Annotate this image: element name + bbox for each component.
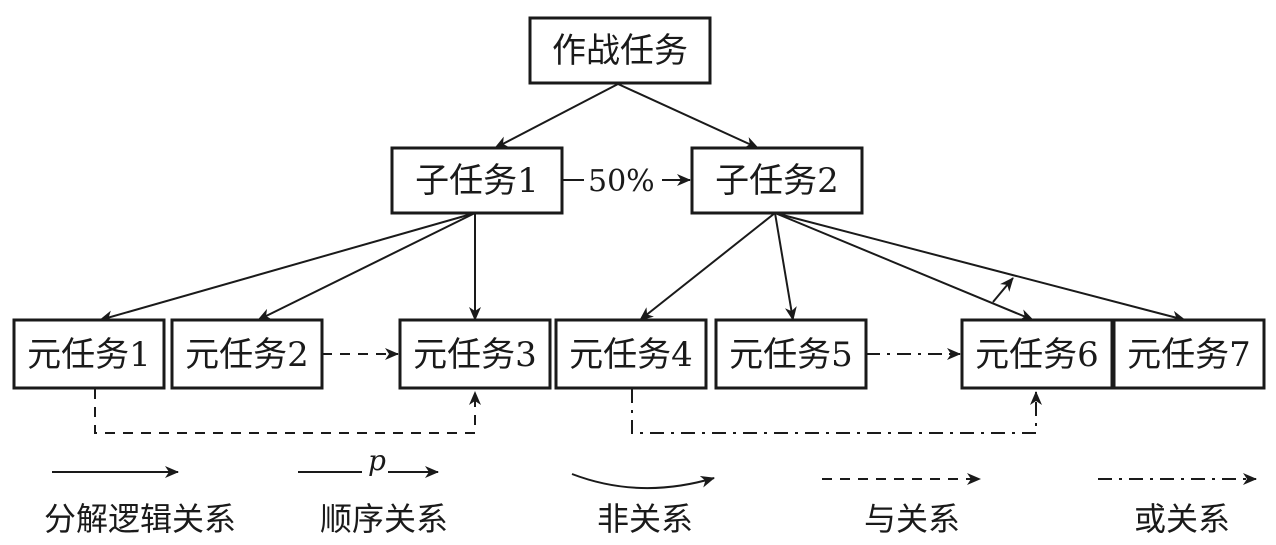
edge-sub1-m1 (99, 212, 476, 323)
node-label: 子任务2 (715, 161, 839, 201)
sequence-edge-sub1-sub2: 50% (563, 164, 691, 199)
edge-sub2-m5 (774, 212, 797, 321)
legend-not: 非关系 (571, 473, 715, 538)
node-m6: 元任务6 (960, 318, 1114, 390)
node-box (960, 318, 1114, 390)
edge-or-m4-m6 (631, 389, 1042, 434)
edge-root-sub2 (617, 83, 759, 149)
edge-sub2-m6 (774, 212, 1034, 321)
legend-label: 分解逻辑关系 (44, 500, 236, 538)
node-box (1112, 318, 1266, 390)
edge-sub2-m7 (774, 212, 1186, 323)
node-box (528, 16, 712, 85)
node-label: 元任务7 (1127, 335, 1251, 375)
node-box (390, 146, 564, 215)
node-label: 元任务2 (185, 335, 309, 375)
legend-label: 非关系 (597, 500, 693, 538)
legend-sequence-param: p (368, 444, 386, 477)
node-label: 元任务3 (413, 335, 537, 375)
legend: 分解逻辑关系 p 顺序关系 非关系 与关系 或关系 (44, 444, 1257, 538)
legend-and: 与关系 (822, 473, 981, 538)
node-root: 作战任务 (528, 16, 712, 85)
edge-and-m1-m3 (94, 389, 481, 434)
node-label: 元任务6 (975, 335, 1099, 375)
node-m4: 元任务4 (554, 318, 708, 390)
node-box (690, 146, 864, 215)
node-label: 子任务1 (415, 161, 539, 201)
node-m5: 元任务5 (714, 318, 868, 390)
legend-label: 与关系 (864, 500, 960, 538)
node-box (170, 318, 324, 390)
node-label: 元任务1 (27, 335, 151, 375)
node-m7: 元任务7 (1112, 318, 1266, 390)
node-label: 作战任务 (552, 31, 688, 71)
sequence-probability-label: 50% (588, 164, 655, 199)
node-box (12, 318, 166, 390)
legend-label: 或关系 (1134, 500, 1230, 538)
decomposition-edges (99, 83, 1186, 323)
node-m2: 元任务2 (170, 318, 324, 390)
edge-sub2-m4 (639, 212, 776, 321)
legend-decomposition: 分解逻辑关系 (44, 466, 236, 538)
legend-sequence: p 顺序关系 (298, 444, 448, 538)
node-m1: 元任务1 (12, 318, 166, 390)
node-box (554, 318, 708, 390)
legend-label: 顺序关系 (320, 500, 448, 538)
edge-sub1-m2 (257, 212, 476, 321)
node-box (398, 318, 552, 390)
or-edges (631, 348, 1042, 434)
node-m3: 元任务3 (398, 318, 552, 390)
node-sub1: 子任务1 (390, 146, 564, 215)
node-label: 元任务5 (729, 335, 853, 375)
legend-or: 或关系 (1098, 473, 1257, 538)
edge-root-sub1 (494, 83, 619, 149)
not-relation-mark (992, 277, 1014, 303)
and-edges (94, 348, 481, 434)
node-box (714, 318, 868, 390)
node-sub2: 子任务2 (690, 146, 864, 215)
legend-curved-arrow (571, 473, 715, 490)
node-label: 元任务4 (569, 335, 693, 375)
